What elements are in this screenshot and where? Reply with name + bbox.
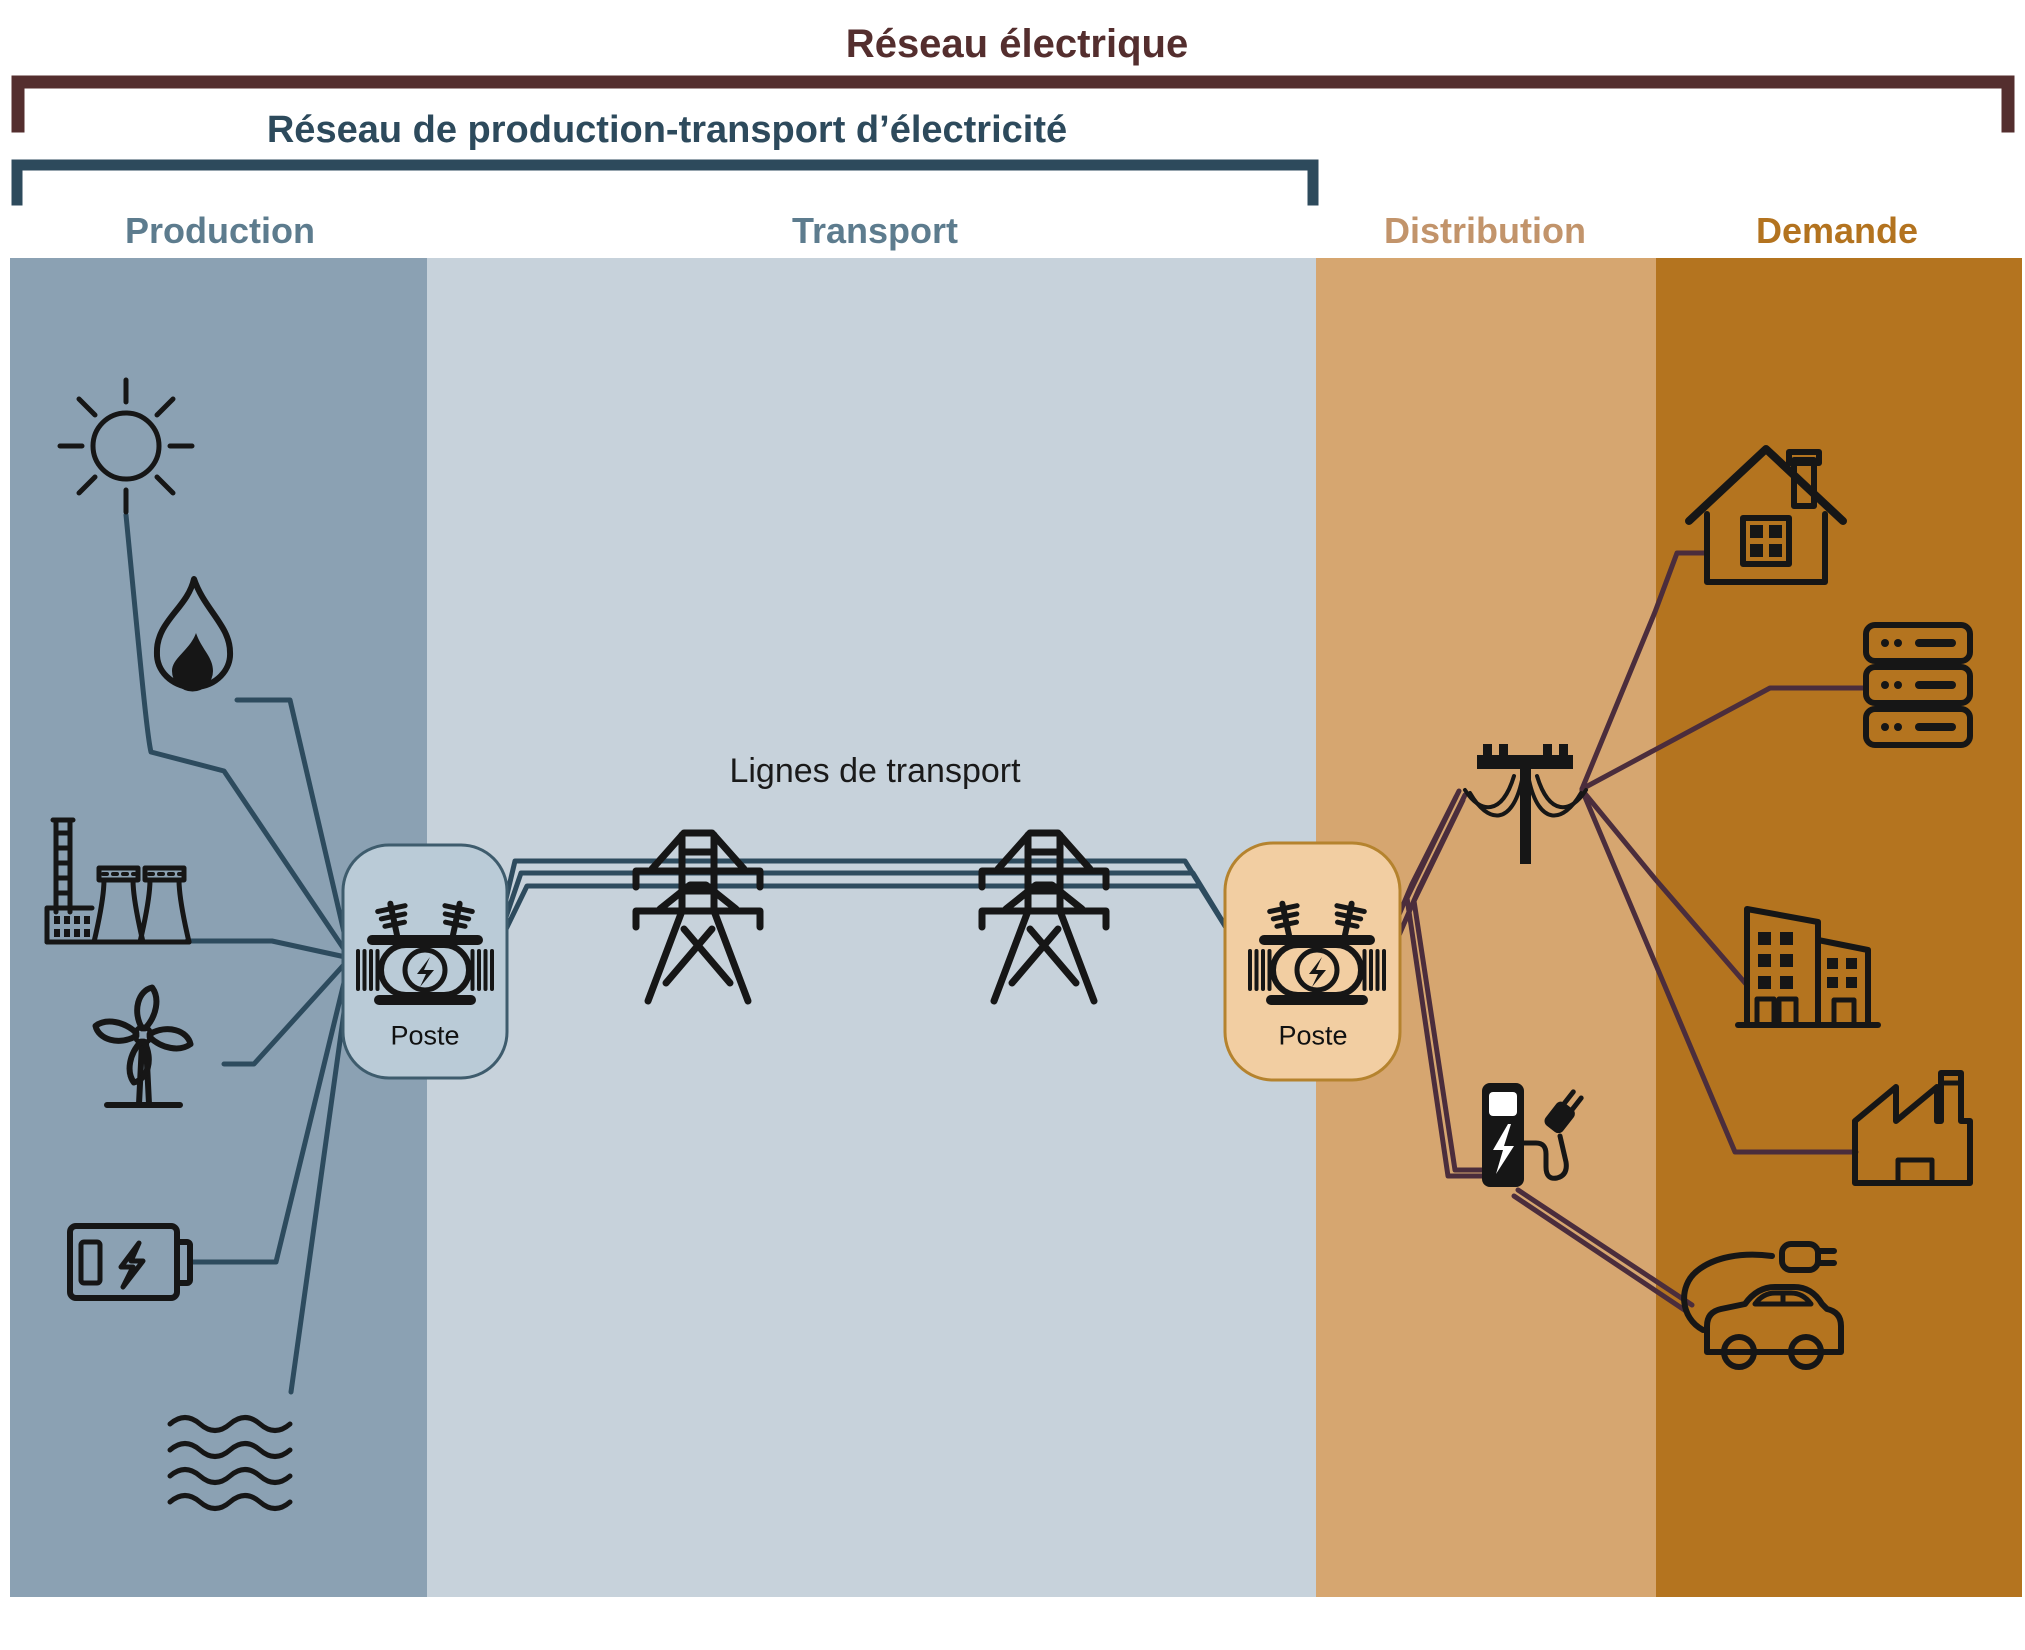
plant-connector [184, 938, 353, 961]
reseau-electrique-bracket [11, 75, 2015, 133]
substation-right [1223, 841, 1402, 1082]
house-icon [1685, 445, 1847, 585]
section-label-distribution: Distribution [1384, 210, 1586, 251]
battery-icon [67, 1223, 193, 1301]
servers-icon [1863, 622, 1973, 748]
substation-right-box [1223, 841, 1402, 1082]
section-label-transport: Transport [791, 210, 959, 251]
transmission-line-3 [489, 883, 1248, 961]
flame-icon [153, 576, 234, 692]
production-transport-subtitle: Réseau de production-transport d’électri… [266, 109, 1068, 151]
substation-left-label: Poste [390, 1020, 460, 1051]
transmission-lines-label: Lignes de transport [729, 752, 1021, 790]
thermal-plant-icon [44, 817, 192, 945]
turbine-connector [221, 955, 353, 1067]
flame-connector [234, 697, 353, 961]
sun-icon [57, 377, 195, 515]
pole-to-servers-line [1579, 685, 1869, 792]
sun-connector [123, 512, 353, 961]
factory-icon [1852, 1070, 1973, 1186]
substation-right-label: Poste [1278, 1020, 1348, 1051]
utility-pole-icon [1463, 744, 1588, 864]
section-label-production: Production [125, 210, 315, 251]
hydro-waves-icon [167, 1415, 293, 1511]
production-connector-lines [123, 512, 354, 1395]
distribution-connector-lines [1381, 550, 1869, 1314]
battery-connector [187, 955, 353, 1265]
charger-to-car-line-a [1515, 1187, 1695, 1308]
pole-to-charger-line-a [1404, 794, 1485, 1179]
charger-to-car-line-b [1511, 1193, 1689, 1314]
section-label-demande: Demande [1755, 210, 1919, 251]
pole-to-factory-line [1579, 787, 1859, 1155]
pole-to-buildings-line [1579, 787, 1749, 987]
page-title: Réseau électrique [845, 22, 1189, 66]
wind-turbine-icon [93, 985, 193, 1108]
demande-band [1656, 258, 2022, 1597]
pole-to-charger-line-b [1411, 797, 1485, 1173]
buildings-icon [1735, 906, 1881, 1028]
ev-charger-icon [1482, 1083, 1584, 1187]
pole-to-house-line [1579, 550, 1710, 792]
production-transport-bracket [11, 159, 1319, 206]
substation-left [341, 843, 509, 1080]
electric-car-icon [1681, 1241, 1844, 1370]
transport-band [427, 258, 1316, 1597]
waves-connector [288, 959, 354, 1395]
substation-left-box [341, 843, 509, 1080]
